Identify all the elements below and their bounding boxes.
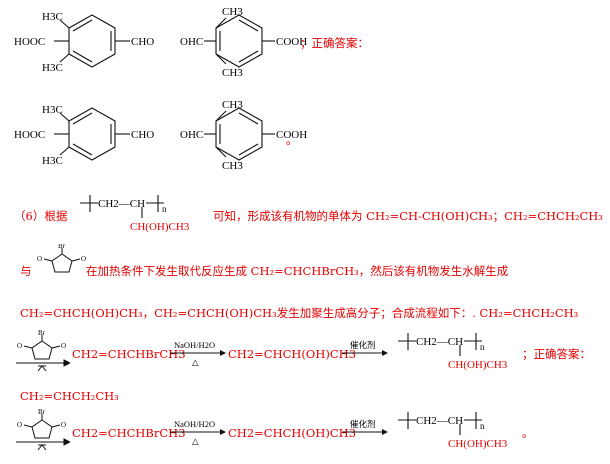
mol-a-right: CHO xyxy=(131,129,154,141)
polymer-n: n xyxy=(162,204,167,214)
mol-b-row2: OHC COOH CH3 CH3 xyxy=(180,99,307,172)
mol-b-right: COOH xyxy=(276,129,307,141)
row2-suffix: 。 xyxy=(286,133,298,147)
mol-a-right: CHO xyxy=(131,36,154,48)
flow1-cond2-below: △ xyxy=(192,357,199,367)
part6-prefix: （6）根据 xyxy=(14,209,68,223)
polymer-group: CH(OH)CH3 xyxy=(130,221,190,233)
mol-b-left: OHC xyxy=(180,36,203,48)
svg-text:Br: Br xyxy=(38,329,46,337)
flow2-step1: CH2=CHCHBrCH3 xyxy=(72,426,186,440)
mol-b-right: COOH xyxy=(276,36,307,48)
svg-text:O: O xyxy=(81,255,86,263)
flow2-cond2: NaOH/H2O xyxy=(174,419,215,429)
flow2-poly-group: CH(OH)CH3 xyxy=(448,438,508,450)
flow2-polymer: CH2—CH n CH(OH)CH3 xyxy=(398,412,508,450)
mol-b-left: OHC xyxy=(180,129,203,141)
flow1-nbs-icon: Br O O xyxy=(16,329,70,372)
flow1-polymer: CH2—CH n CH(OH)CH3 xyxy=(398,333,508,371)
svg-text:n: n xyxy=(480,421,485,431)
mol-a-topme: H3C xyxy=(42,11,63,23)
mol-b-topme: CH3 xyxy=(222,99,243,111)
flow1-arrow3: 催化剂 xyxy=(342,340,388,356)
mol-a-left: HOOC xyxy=(14,129,45,141)
mol-a-row2: HOOC CHO H3C H3C xyxy=(14,104,154,167)
flow2-nbs-icon: Br O O xyxy=(16,408,70,451)
flow2-suffix: 。 xyxy=(522,426,534,440)
mol-a-topme: H3C xyxy=(42,104,63,116)
svg-text:n: n xyxy=(480,342,485,352)
line3-text: CH₂=CHCH(OH)CH₃，CH₂=CHCH(OH)CH₃发生加聚生成高分子… xyxy=(20,306,579,320)
flow2-arrow2: NaOH/H2O △ xyxy=(170,419,226,446)
flow1-step2: CH2=CHCH(OH)CH3 xyxy=(228,347,357,361)
flow2-arrow3: 催化剂 xyxy=(342,419,388,435)
svg-text:O: O xyxy=(61,342,66,350)
polymer-structure-part6: CH2—CH n CH(OH)CH3 xyxy=(80,195,190,233)
mol-a-left: HOOC xyxy=(14,36,45,48)
svg-text:O: O xyxy=(37,255,42,263)
flow2-step2: CH2=CHCH(OH)CH3 xyxy=(228,426,357,440)
nbs-icon: Br O O xyxy=(37,244,86,273)
part6-text: 可知，形成该有机物的单体为 CH₂=CH-CH(OH)CH₃；CH₂=CHCH₂… xyxy=(213,209,603,223)
flow1-poly-group: CH(OH)CH3 xyxy=(448,359,508,371)
flow2-cond3: 催化剂 xyxy=(350,419,376,429)
flow1-suffix: ；正确答案： xyxy=(522,347,591,361)
flow1-cond3: 催化剂 xyxy=(350,340,376,350)
mol-a-botme: H3C xyxy=(42,155,63,167)
line4-text: CH₂=CHCH₂CH₃ xyxy=(20,389,119,403)
svg-text:O: O xyxy=(61,421,66,429)
row1-structures: HOOC CHO H3C H3C OHC COOH CH3 CH3 ；正确答案： xyxy=(0,0,610,95)
flow1-cond2: NaOH/H2O xyxy=(174,340,215,350)
mol-a-row1: HOOC CHO H3C H3C xyxy=(14,11,154,74)
svg-text:Br: Br xyxy=(38,408,46,416)
row2-structures: HOOC CHO H3C H3C OHC COOH CH3 CH3 。 xyxy=(0,95,610,185)
flow2-cond2-below: △ xyxy=(192,436,199,446)
flow2: Br O O CH2=CHCHBrCH3 NaOH/H2O △ CH2=CHCH… xyxy=(0,404,610,462)
mol-b-botme: CH3 xyxy=(222,160,243,172)
mol-b-row1: OHC COOH CH3 CH3 xyxy=(180,6,307,79)
mol-a-botme: H3C xyxy=(42,62,63,74)
flow1: Br O O CH2=CHCHBrCH3 NaOH/H2O △ CH2=CHCH… xyxy=(0,325,610,385)
svg-text:O: O xyxy=(17,342,22,350)
svg-text:O: O xyxy=(17,421,22,429)
svg-text:CH2—CH: CH2—CH xyxy=(416,415,463,427)
nbs-br: Br xyxy=(58,244,66,250)
line2-prefix: 与 xyxy=(20,264,32,278)
flow1-arrow2: NaOH/H2O △ xyxy=(170,340,226,367)
mol-b-topme: CH3 xyxy=(222,6,243,18)
flow1-step1: CH2=CHCHBrCH3 xyxy=(72,347,186,361)
svg-text:CH2—CH: CH2—CH xyxy=(416,336,463,348)
mol-b-botme: CH3 xyxy=(222,67,243,79)
line2-text: 在加热条件下发生取代反应生成 CH₂=CHCHBrCH₃，然后该有机物发生水解生… xyxy=(86,264,509,278)
row1-suffix: ；正确答案： xyxy=(300,36,369,50)
polymer-chain: CH2—CH xyxy=(98,198,145,210)
